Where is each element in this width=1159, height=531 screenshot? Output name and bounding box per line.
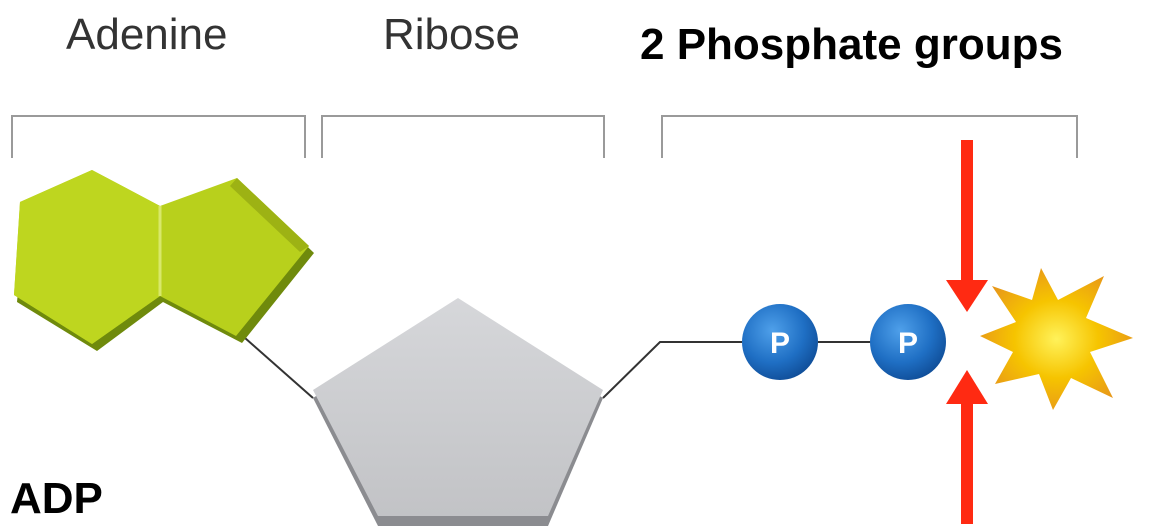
phosphate-bracket [661,115,1078,158]
adenine-bracket [11,115,306,158]
ribose-label: Ribose [383,10,520,59]
ribose-phosphate-bond [602,341,742,399]
adenine-label: Adenine [66,10,228,59]
ribose-shape [313,298,603,526]
phosphate-2: P [870,304,946,380]
phosphate-1: P [742,304,818,380]
phosphate-1-symbol: P [770,327,790,360]
adenine-shape [14,170,314,351]
brackets [11,115,1078,158]
arrow-icon [946,140,988,524]
molecule-label: ADP [10,474,103,523]
starburst-icon [980,268,1133,410]
adenine-ribose-bond [244,337,314,399]
phosphate-groups-label: 2 Phosphate groups [640,20,1063,69]
bonds [244,337,872,399]
phosphate-2-symbol: P [898,327,918,360]
ribose-bracket [321,115,605,158]
